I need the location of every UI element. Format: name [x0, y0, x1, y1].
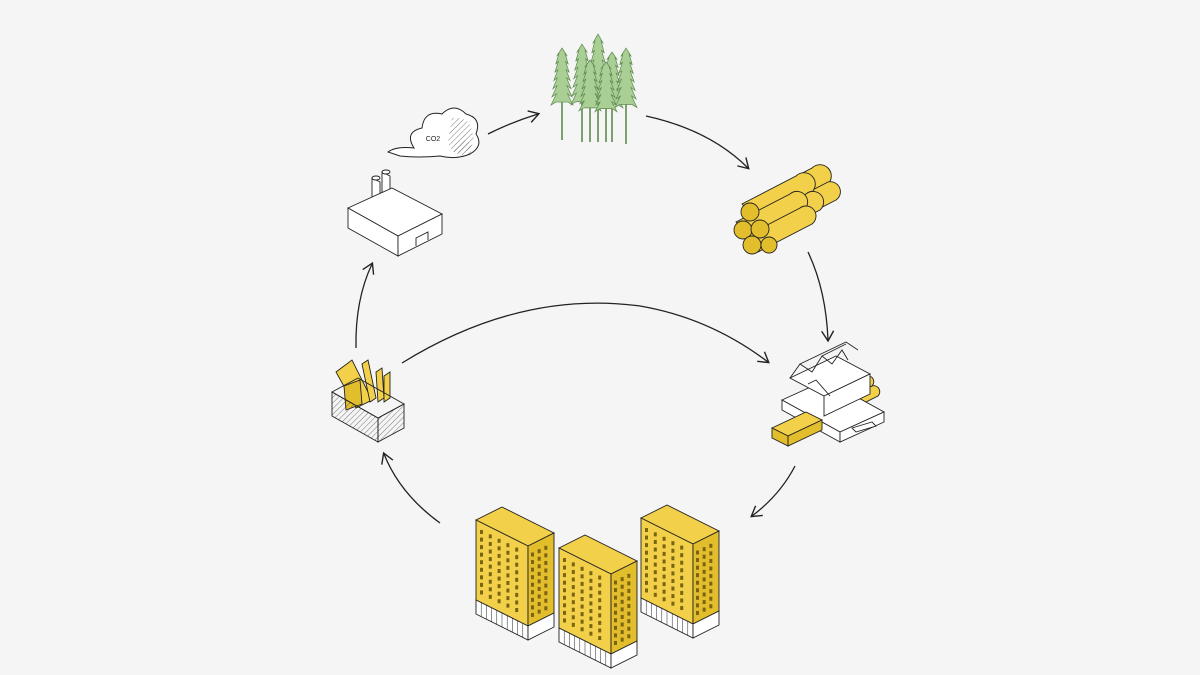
- arrow-icon: [355, 261, 375, 349]
- arrow-icon: [381, 451, 441, 524]
- waste-container-icon: [331, 359, 405, 443]
- arrow-icon: [807, 251, 835, 343]
- cloud-label: CO2: [426, 136, 441, 143]
- building-icon: [474, 506, 556, 641]
- arrow-icon: [487, 110, 541, 135]
- tree-icon: [614, 47, 638, 144]
- building-icon: [639, 504, 721, 639]
- cycle-arrows: [355, 110, 835, 524]
- arrow-icon: [645, 115, 750, 170]
- timber-buildings-icon: [474, 504, 721, 669]
- cloud-icon: CO2: [386, 107, 480, 159]
- sawmill-icon: [770, 341, 886, 447]
- factory-icon: [347, 169, 443, 257]
- tree-icon: [578, 59, 602, 142]
- building-icon: [557, 534, 639, 669]
- log-pile-icon: [733, 164, 841, 255]
- forest-icon: [550, 33, 638, 144]
- tree-icon: [594, 61, 618, 142]
- tree-icon: [550, 47, 574, 140]
- arrow-icon: [401, 302, 770, 364]
- arrow-icon: [750, 465, 796, 518]
